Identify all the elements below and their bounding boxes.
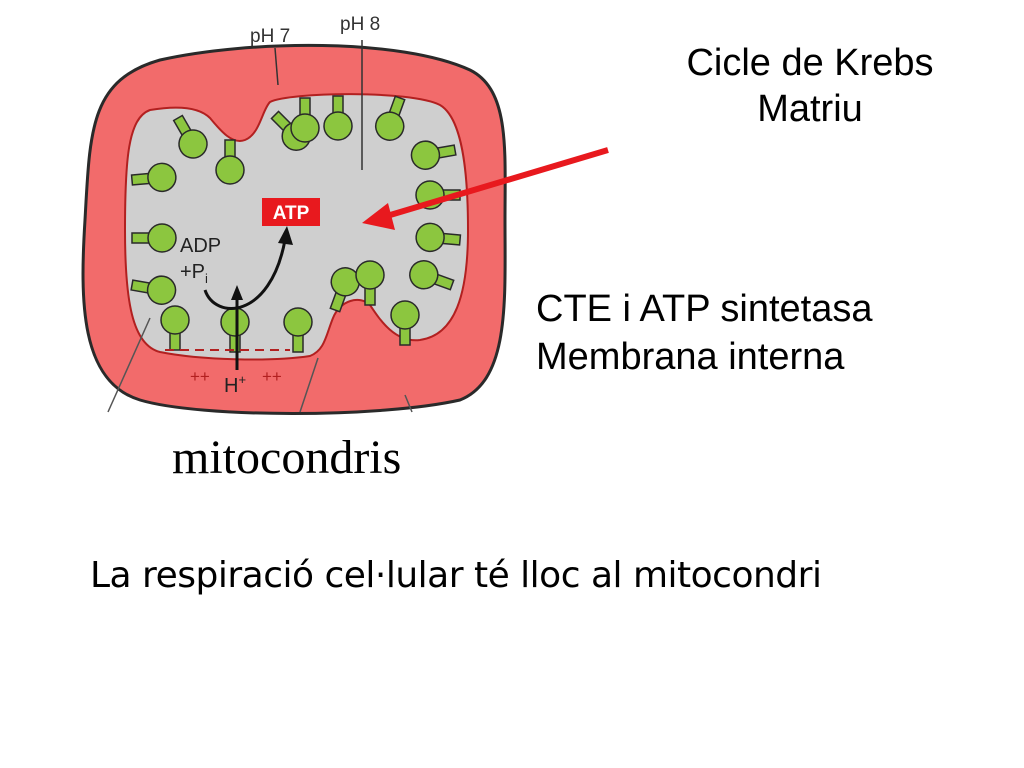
adp-label: ADP [180, 235, 221, 257]
pointer-line-middle [299, 357, 319, 413]
h-plus-label: H+ [224, 372, 246, 397]
ph7-label: pH 7 [250, 26, 290, 47]
ph8-label: pH 8 [340, 14, 380, 35]
matrix-line: Matriu [757, 88, 863, 130]
plus-charges-right: ++ [262, 367, 282, 386]
inner-membrane-label: CTE i ATP sintetasa Membrana interna [536, 285, 873, 381]
mitocondris-caption: mitocondris [172, 431, 402, 484]
inner-membrane-line: Membrana interna [536, 336, 845, 378]
synthesis-arrowhead [278, 226, 293, 245]
krebs-line: Cicle de Krebs [686, 42, 934, 84]
synthesis-arrow [203, 239, 287, 310]
krebs-matrix-label: Cicle de Krebs Matriu [620, 40, 1000, 132]
matrix-pointer-arrow [379, 147, 609, 221]
ph7-pointer [274, 47, 279, 86]
atp-label: ATP [273, 203, 310, 224]
matrix-pointer-arrowhead [362, 203, 395, 230]
plus-charges-left: ++ [190, 367, 210, 386]
respiration-statement: La respiració cel·lular té lloc al mitoc… [90, 555, 822, 596]
cte-line: CTE i ATP sintetasa [536, 288, 873, 330]
pi-label: +Pi [180, 261, 208, 286]
pointer-line-right [404, 394, 413, 413]
atp-box [262, 198, 320, 226]
inner-membrane-matrix [123, 93, 470, 361]
pointer-line-left [107, 317, 151, 413]
proton-arrowhead [231, 285, 243, 300]
